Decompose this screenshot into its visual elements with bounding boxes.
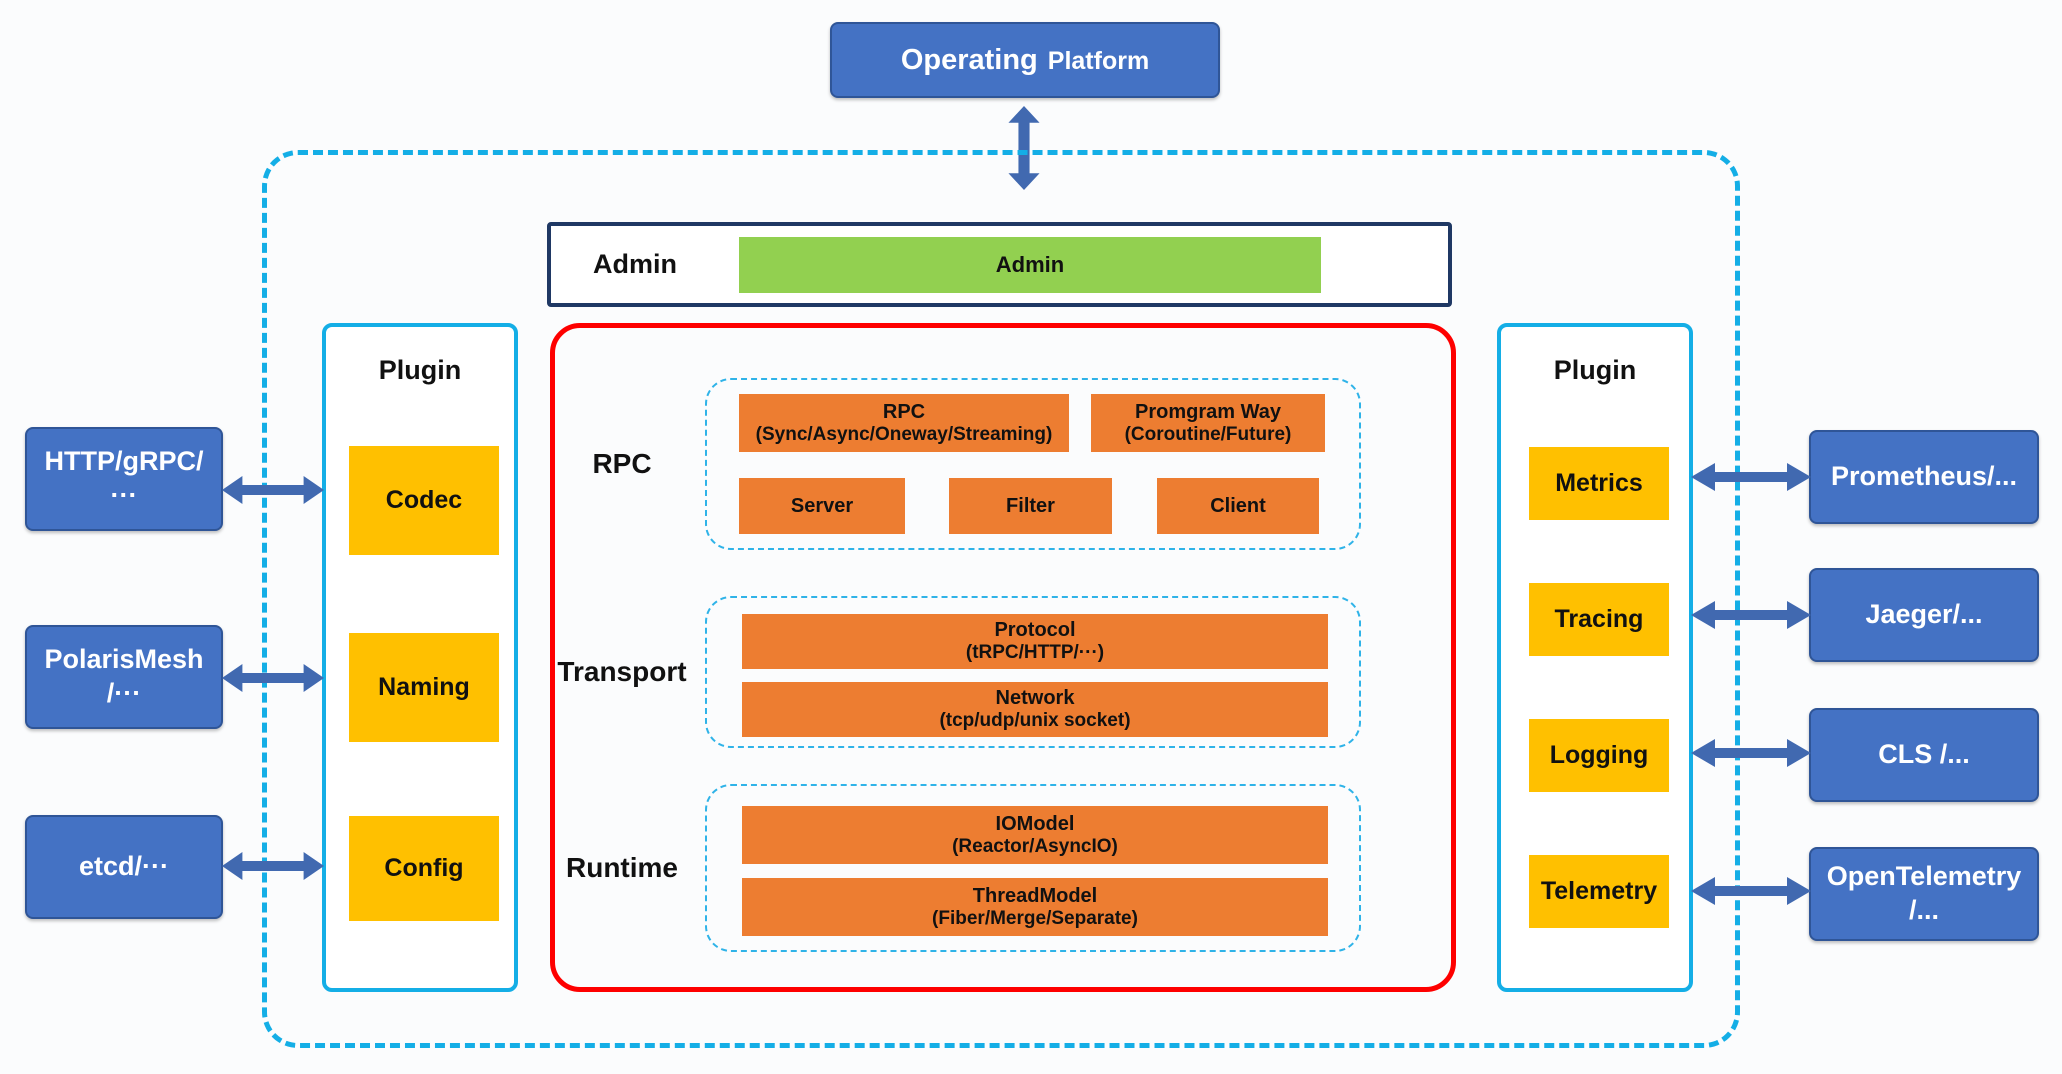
- codec-link-arrow-icon: [222, 476, 324, 504]
- operating-platform-label-sub: Platform: [1047, 46, 1150, 75]
- threadmodel-detail: (Fiber/Merge/Separate): [932, 907, 1138, 929]
- right-plugin-panel: Plugin Metrics Tracing Logging Telemetry: [1497, 323, 1693, 992]
- network-title: Network: [995, 687, 1075, 710]
- opentelemetry-box: OpenTelemetry /...: [1809, 847, 2039, 941]
- right-plugin-title: Plugin: [1553, 355, 1637, 385]
- operating-platform-box: Operating Platform: [830, 22, 1220, 98]
- rpc-group: RPC (Sync/Async/Oneway/Streaming) Promgr…: [705, 378, 1361, 550]
- rpc-modes-title: RPC: [882, 400, 926, 423]
- admin-bar: Admin: [739, 237, 1321, 293]
- core-framework-box: [550, 323, 1456, 992]
- polarismesh-label-2: /···: [106, 678, 142, 708]
- naming-plugin-box: Naming: [349, 633, 499, 742]
- tracing-link-arrow-icon: [1691, 601, 1811, 629]
- cls-label: CLS /...: [1878, 739, 1970, 770]
- transport-section-label: Transport: [557, 656, 687, 687]
- logging-link-arrow-icon: [1691, 739, 1811, 767]
- http-grpc-label-2: ···: [110, 480, 138, 510]
- http-grpc-box: HTTP/gRPC/ ···: [25, 427, 223, 531]
- cls-box: CLS /...: [1809, 708, 2039, 802]
- telemetry-link-arrow-icon: [1691, 877, 1811, 905]
- polarismesh-label: PolarisMesh: [44, 644, 204, 675]
- network-detail: (tcp/udp/unix socket): [939, 710, 1131, 732]
- program-way-box: Promgram Way (Coroutine/Future): [1091, 394, 1325, 452]
- polarismesh-box: PolarisMesh /···: [25, 625, 223, 729]
- config-link-arrow-icon: [222, 852, 324, 880]
- jaeger-label: Jaeger/...: [1865, 599, 1983, 630]
- rpc-section-label: RPC: [592, 448, 652, 479]
- jaeger-box: Jaeger/...: [1809, 568, 2039, 662]
- admin-section-label: Admin: [593, 249, 677, 279]
- runtime-section-label: Runtime: [566, 852, 678, 883]
- opentelemetry-label-2: /...: [1908, 895, 1939, 925]
- codec-plugin-box: Codec: [349, 446, 499, 555]
- threadmodel-box: ThreadModel (Fiber/Merge/Separate): [742, 878, 1328, 936]
- etcd-box: etcd/···: [25, 815, 223, 919]
- iomodel-title: IOModel: [995, 812, 1075, 835]
- metrics-link-arrow-icon: [1691, 463, 1811, 491]
- program-way-detail: (Coroutine/Future): [1124, 423, 1292, 445]
- left-plugin-panel: Plugin Codec Naming Config: [322, 323, 518, 992]
- rpc-modes-box: RPC (Sync/Async/Oneway/Streaming): [739, 394, 1069, 452]
- prometheus-label: Prometheus/...: [1830, 461, 2018, 492]
- protocol-detail: (tRPC/HTTP/···): [965, 642, 1105, 664]
- protocol-box: Protocol (tRPC/HTTP/···): [742, 614, 1328, 669]
- threadmodel-title: ThreadModel: [972, 884, 1098, 907]
- http-grpc-label: HTTP/gRPC/: [44, 446, 204, 477]
- runtime-group: IOModel (Reactor/AsyncIO) ThreadModel (F…: [705, 784, 1361, 952]
- admin-section: Admin Admin: [547, 222, 1452, 307]
- naming-link-arrow-icon: [222, 664, 324, 692]
- server-box: Server: [739, 478, 905, 534]
- opentelemetry-label: OpenTelemetry: [1826, 861, 2022, 892]
- metrics-plugin-box: Metrics: [1529, 447, 1669, 520]
- operating-platform-label: Operating: [900, 43, 1038, 76]
- etcd-label: etcd/···: [79, 851, 169, 882]
- iomodel-box: IOModel (Reactor/AsyncIO): [742, 806, 1328, 864]
- prometheus-box: Prometheus/...: [1809, 430, 2039, 524]
- client-box: Client: [1157, 478, 1319, 534]
- config-plugin-box: Config: [349, 816, 499, 921]
- bidirectional-arrow-icon: [1008, 106, 1040, 190]
- protocol-title: Protocol: [994, 619, 1076, 642]
- iomodel-detail: (Reactor/AsyncIO): [952, 835, 1118, 857]
- transport-group: Protocol (tRPC/HTTP/···) Network (tcp/ud…: [705, 596, 1361, 748]
- logging-plugin-box: Logging: [1529, 719, 1669, 792]
- network-box: Network (tcp/udp/unix socket): [742, 682, 1328, 737]
- filter-box: Filter: [949, 478, 1112, 534]
- framework-boundary: [262, 150, 1740, 1048]
- tracing-plugin-box: Tracing: [1529, 583, 1669, 656]
- program-way-title: Promgram Way: [1135, 400, 1281, 423]
- rpc-modes-detail: (Sync/Async/Oneway/Streaming): [755, 423, 1053, 445]
- telemetry-plugin-box: Telemetry: [1529, 855, 1669, 928]
- left-plugin-title: Plugin: [378, 355, 462, 385]
